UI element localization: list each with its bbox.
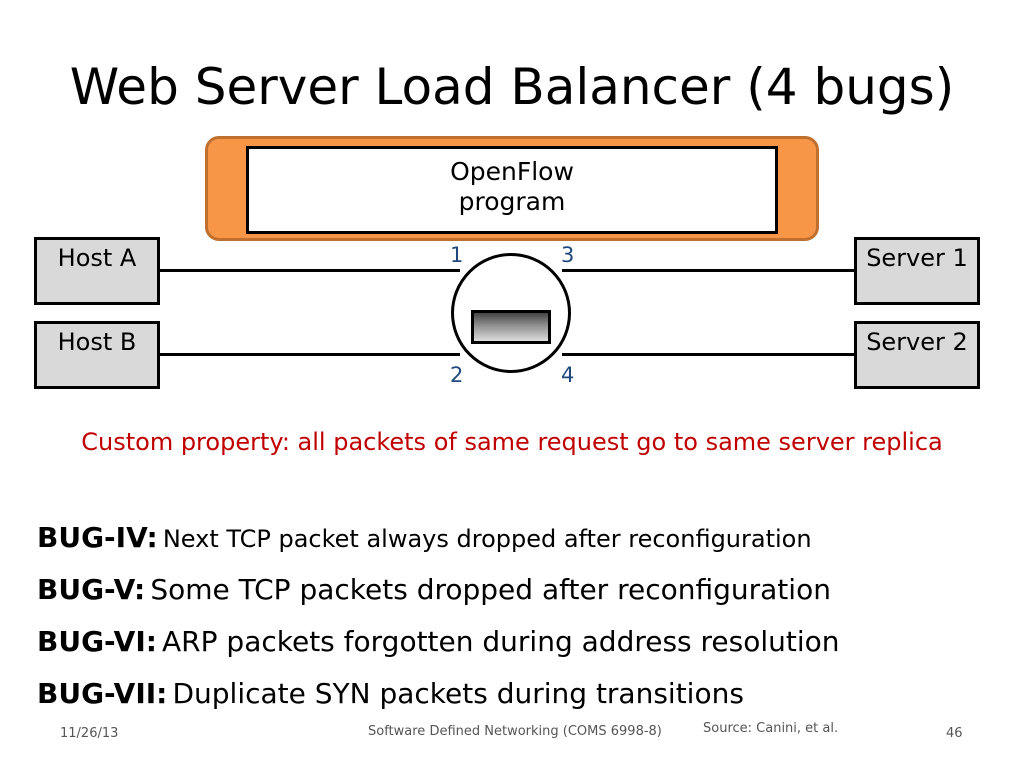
wire-host-a bbox=[160, 269, 460, 272]
server-2-box: Server 2 bbox=[854, 321, 980, 389]
port-1-label: 1 bbox=[450, 243, 464, 267]
host-a-box: Host A bbox=[34, 237, 160, 305]
port-4-label: 4 bbox=[561, 363, 575, 387]
bug-description: Next TCP packet always dropped after rec… bbox=[162, 525, 812, 553]
bug-item: BUG-V: Some TCP packets dropped after re… bbox=[37, 564, 840, 616]
bug-description: ARP packets forgotten during address res… bbox=[162, 625, 840, 658]
bug-description: Some TCP packets dropped after reconfigu… bbox=[150, 573, 831, 606]
footer-page-number: 46 bbox=[946, 726, 963, 741]
bug-label: BUG-VII: bbox=[37, 677, 168, 710]
wire-server-2 bbox=[562, 353, 854, 356]
bug-label: BUG-VI: bbox=[37, 625, 157, 658]
bug-list: BUG-IV: Next TCP packet always dropped a… bbox=[37, 512, 840, 720]
bug-label: BUG-V: bbox=[37, 573, 146, 606]
slide-title: Web Server Load Balancer (4 bugs) bbox=[69, 58, 955, 116]
wire-host-b bbox=[160, 353, 460, 356]
server-1-box: Server 1 bbox=[854, 237, 980, 305]
switch-icon bbox=[471, 310, 551, 344]
program-label-line1: OpenFlow bbox=[450, 157, 574, 186]
bug-item: BUG-VI: ARP packets forgotten during add… bbox=[37, 616, 840, 668]
program-label-line2: program bbox=[458, 187, 566, 216]
custom-property-text: Custom property: all packets of same req… bbox=[81, 428, 943, 456]
wire-server-1 bbox=[562, 269, 854, 272]
footer-course: Software Defined Networking (COMS 6998-8… bbox=[368, 724, 662, 739]
host-b-box: Host B bbox=[34, 321, 160, 389]
footer-date: 11/26/13 bbox=[60, 726, 119, 741]
bug-item: BUG-IV: Next TCP packet always dropped a… bbox=[37, 512, 840, 564]
bug-label: BUG-IV: bbox=[37, 521, 158, 554]
footer-source: Source: Canini, et al. bbox=[703, 721, 839, 736]
bug-item: BUG-VII: Duplicate SYN packets during tr… bbox=[37, 668, 840, 720]
openflow-program-box: OpenFlow program bbox=[246, 146, 778, 234]
port-2-label: 2 bbox=[450, 363, 464, 387]
bug-description: Duplicate SYN packets during transitions bbox=[172, 677, 744, 710]
port-3-label: 3 bbox=[561, 243, 575, 267]
